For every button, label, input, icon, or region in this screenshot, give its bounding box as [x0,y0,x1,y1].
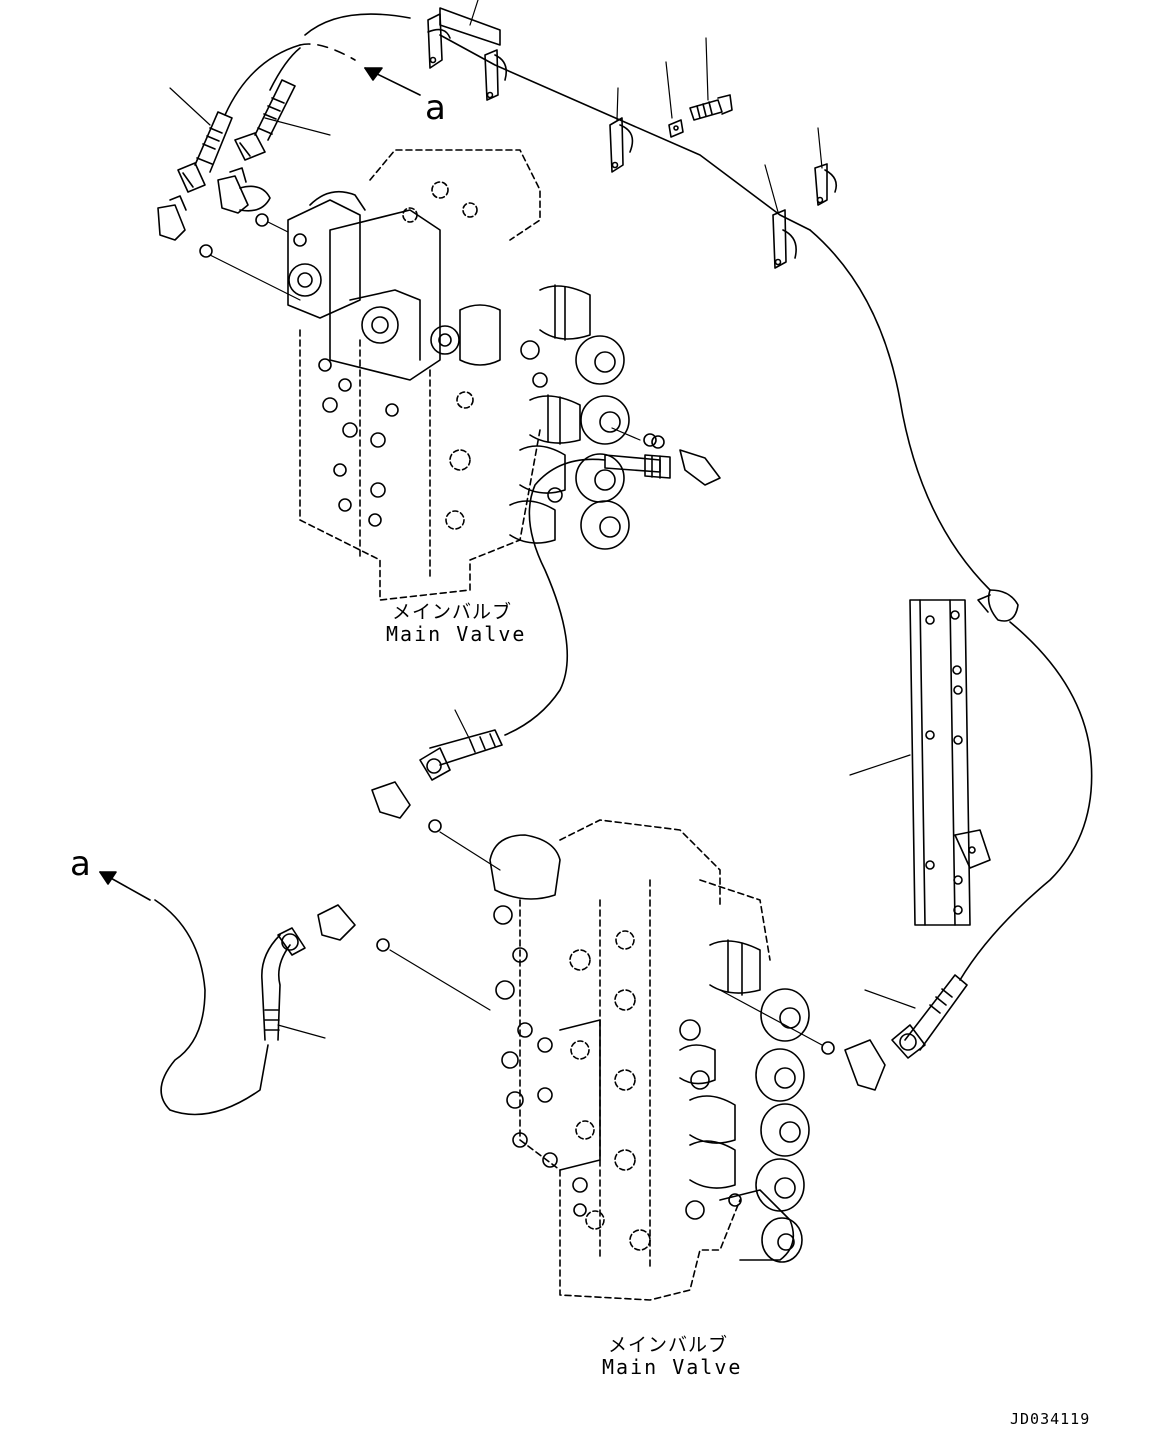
connector-label-a-lower: a [70,844,91,884]
main-valve-label-jp-upper: メインバルブ [392,601,513,623]
lower-spool-4 [689,1140,805,1212]
o-ring-upper-right [643,433,657,447]
lower-spool-3 [689,1095,810,1157]
center-hose-top-fitting [604,427,721,486]
upper-main-valve [239,149,630,601]
main-valve-label-en-lower: Main Valve [602,1355,743,1379]
leader-lines-upper [169,0,823,301]
right-bracket-plate [849,599,991,926]
center-hose-bottom-fitting [371,709,503,871]
clamp-right [772,209,797,269]
grommet-right [977,589,1019,622]
right-lower-hose-fitting [719,974,968,1091]
main-valve-label-jp-lower: メインバルブ [608,1334,729,1356]
lower-spool-2 [679,1044,805,1102]
upper-spool-4 [509,500,630,550]
clamp-small [814,163,838,206]
lower-left-hose [154,899,491,1116]
lower-spool-5 [719,1189,803,1263]
bolt [689,94,733,121]
drawing-code: JD034119 [1010,1410,1091,1428]
hose-fitting-upper-left [177,111,233,193]
main-valve-label-en-upper: Main Valve [386,622,527,646]
clamp-top-2 [484,49,508,101]
elbow-upper-right [217,167,269,227]
hose-fitting-upper-right [234,79,296,161]
lower-spool-1 [709,939,810,1042]
clamp-top-1 [427,13,451,69]
right-lower-hose [959,621,1093,981]
upper-spool-1 [539,284,625,385]
clamp-mid [609,117,634,173]
washer [668,119,684,138]
lower-main-valve [489,819,810,1301]
arrow-a-upper [364,67,421,96]
center-hose [504,458,606,736]
elbow-upper-left [157,195,213,258]
clamp-bracket-top [439,7,501,46]
upper-spool-2 [529,394,630,445]
connector-label-a-upper: a [425,88,446,128]
arrow-a-lower [99,871,151,901]
